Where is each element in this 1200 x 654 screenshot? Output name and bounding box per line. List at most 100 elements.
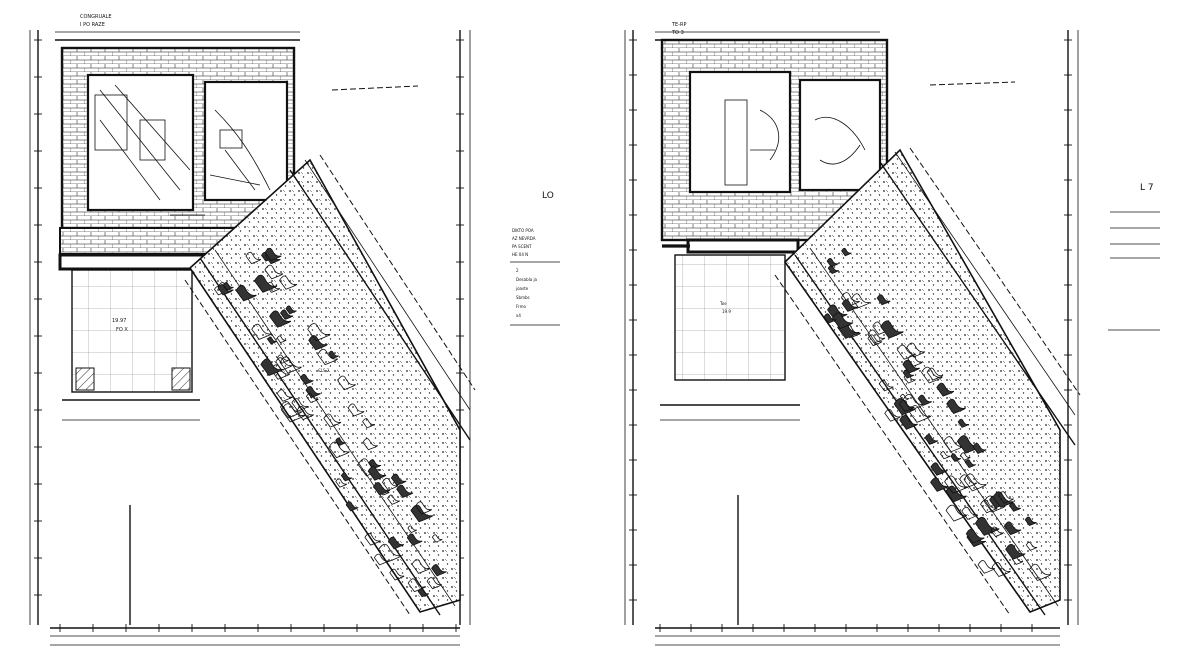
planting-mark xyxy=(823,313,837,324)
planting-mark xyxy=(251,323,272,340)
planting-mark xyxy=(961,506,979,520)
planting-mark xyxy=(276,354,289,364)
right-title-line-1: TE-RP xyxy=(671,22,687,28)
planting-mark xyxy=(305,386,321,399)
left-room-label-code: CLS 2 xyxy=(318,368,330,373)
left-legend-line-1: DIKTO POA xyxy=(512,228,534,233)
left-upper-building xyxy=(58,46,312,271)
planting-mark xyxy=(260,358,283,377)
planting-mark xyxy=(276,389,293,402)
planting-mark xyxy=(943,436,964,453)
planting-mark xyxy=(387,494,400,505)
planting-mark xyxy=(299,374,314,385)
planting-mark xyxy=(317,348,339,366)
planting-mark xyxy=(337,375,356,391)
planting-mark xyxy=(407,525,417,533)
left-room-label-area: 19.97 xyxy=(112,318,126,324)
left-title-line-1: CONGRUALE xyxy=(80,14,112,20)
planting-mark xyxy=(347,403,365,417)
left-legend-line-2: AZ NEVRDA xyxy=(512,236,536,241)
planting-mark xyxy=(896,344,917,360)
planting-mark xyxy=(867,329,886,344)
planting-mark xyxy=(373,482,391,496)
planting-mark xyxy=(902,369,915,379)
left-legend-line-3: PA SCENT xyxy=(512,244,532,249)
planting-mark xyxy=(924,434,939,445)
planting-mark xyxy=(323,413,342,428)
planting-mark xyxy=(841,247,852,257)
left-lower-room xyxy=(62,269,200,625)
left-plan: CONGRUALE I PO RAZE 19.97 FO X CLS 2 LO … xyxy=(29,14,560,646)
planting-mark xyxy=(1005,543,1026,560)
planting-mark xyxy=(362,438,378,451)
right-lower-room xyxy=(660,254,800,625)
planting-mark xyxy=(944,475,968,494)
right-annotations: TE-RP TO 3 Toe 19.9 xyxy=(671,22,1016,314)
planting-mark xyxy=(266,281,281,293)
planting-mark xyxy=(411,559,431,574)
planting-mark xyxy=(235,284,257,302)
planting-mark xyxy=(957,418,970,428)
planting-mark xyxy=(899,393,910,402)
planting-mark xyxy=(415,501,432,515)
planting-mark xyxy=(417,588,430,598)
planting-mark xyxy=(998,491,1014,504)
planting-mark xyxy=(426,577,442,590)
planting-mark xyxy=(280,309,294,320)
planting-mark xyxy=(964,459,976,469)
planting-mark xyxy=(345,501,359,512)
planting-mark xyxy=(270,364,291,380)
planting-mark xyxy=(275,357,293,371)
planting-mark xyxy=(264,247,282,261)
planting-mark xyxy=(908,405,932,423)
planting-mark xyxy=(867,334,883,347)
left-legend-item-5: Frmo xyxy=(516,304,526,309)
planting-mark xyxy=(930,462,948,476)
left-legend-item-4: Sbmbs xyxy=(516,295,530,300)
planting-mark xyxy=(841,299,858,312)
planting-mark xyxy=(381,477,399,491)
right-legend-heading: L 7 xyxy=(1140,183,1154,193)
planting-mark xyxy=(841,292,860,307)
planting-mark xyxy=(279,401,303,419)
planting-mark xyxy=(1028,563,1052,582)
left-planting-marks xyxy=(214,247,447,598)
planting-mark xyxy=(906,342,926,358)
planting-mark xyxy=(410,504,434,523)
planting-mark xyxy=(950,453,962,462)
planting-mark xyxy=(930,477,949,492)
planting-mark xyxy=(222,282,234,291)
planting-mark xyxy=(364,533,381,546)
planting-mark xyxy=(276,335,287,344)
planting-mark xyxy=(335,437,346,446)
planting-mark xyxy=(245,251,262,265)
planting-mark xyxy=(1025,541,1038,551)
planting-mark xyxy=(279,275,298,290)
planting-mark xyxy=(305,393,319,404)
right-plan: TE-RP TO 3 Toe 19.9 L 7 xyxy=(624,22,1160,646)
left-annotations: CONGRUALE I PO RAZE 19.97 FO X CLS 2 xyxy=(80,14,419,373)
right-legend: L 7 xyxy=(1108,183,1160,331)
right-dimension-ticks xyxy=(629,39,1072,632)
planting-mark xyxy=(390,473,407,486)
planting-mark xyxy=(991,562,1011,577)
planting-mark xyxy=(878,379,894,392)
planting-mark xyxy=(217,284,232,296)
planting-mark xyxy=(362,418,376,429)
planting-mark xyxy=(389,568,405,581)
left-diagonal-wing xyxy=(184,154,476,616)
left-legend-item-2: Desabla ja xyxy=(516,277,538,282)
planting-mark xyxy=(902,359,920,374)
planting-mark xyxy=(832,312,854,330)
planting-mark xyxy=(377,543,402,563)
right-room-label-area: 19.9 xyxy=(722,309,731,314)
planting-mark xyxy=(291,398,309,412)
planting-mark xyxy=(960,452,971,461)
planting-mark xyxy=(431,564,447,577)
planting-mark xyxy=(387,536,405,550)
planting-mark xyxy=(917,394,932,406)
left-room-label-name: FO X xyxy=(116,327,128,333)
planting-mark xyxy=(899,415,918,430)
